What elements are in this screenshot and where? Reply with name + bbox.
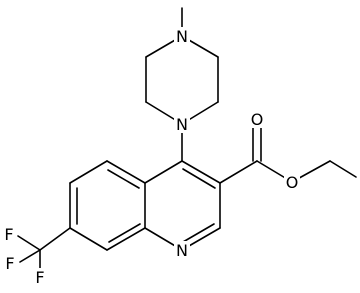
pyridine-ring-bonds bbox=[144, 160, 221, 251]
piperazine-bonds bbox=[145, 7, 219, 125]
bond-c7-cf3 bbox=[39, 227, 71, 251]
bond-c4a-c5-double bbox=[107, 169, 140, 189]
label-masks bbox=[3, 27, 300, 286]
nitrogen-quinoline-label: N bbox=[176, 241, 188, 260]
oxygen-carbonyl-label: O bbox=[251, 110, 264, 129]
nitrogen-methyl-label: N bbox=[176, 27, 188, 46]
fluorine-3-label: F bbox=[35, 268, 44, 287]
fluorine-1-label: F bbox=[4, 225, 13, 244]
bond-c3-carbonyl bbox=[219, 160, 258, 184]
bond-c8-c8a bbox=[106, 227, 146, 251]
bond-ch2-ch3 bbox=[329, 160, 357, 178]
bond-c4-c4a bbox=[144, 160, 183, 184]
bond-c4-c3 bbox=[181, 160, 221, 184]
nitrogen-piperazine-label: N bbox=[176, 115, 188, 134]
fluorine-2-label: F bbox=[5, 254, 14, 273]
bond-c4a-c5 bbox=[106, 160, 146, 184]
trifluoromethyl-bonds bbox=[17, 227, 71, 274]
bond-cf-1 bbox=[17, 235, 41, 251]
bond-c2-n1-double bbox=[182, 223, 215, 243]
bond-c8-c8a-double bbox=[108, 223, 141, 243]
bond-c4-c3-double bbox=[182, 168, 216, 189]
bond-c7-c8 bbox=[69, 227, 108, 251]
benzene-ring-bonds bbox=[69, 160, 146, 251]
bond-cf-2 bbox=[19, 249, 41, 263]
oxygen-ester-label: O bbox=[286, 173, 299, 192]
bond-c5-c6 bbox=[69, 160, 108, 184]
